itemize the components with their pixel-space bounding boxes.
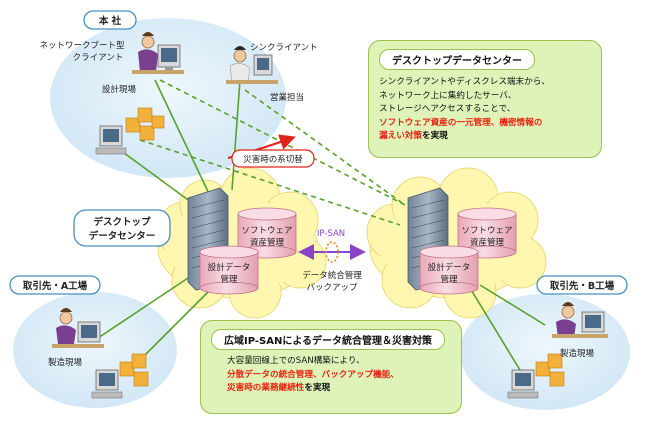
panel-ip-san-line1: 大容量回線上でのSAN構築により、 <box>227 356 365 366</box>
panel-ip-san: 広域IP-SANによるデータ統合管理＆災害対策 大容量回線上でのSAN構築により… <box>200 320 462 414</box>
panel-desktop-dc-title: デスクトップデータセンター <box>379 49 535 70</box>
b-factory-label: 取引先・B工場 <box>550 280 615 292</box>
a-factory-label-box <box>9 275 101 295</box>
network-boot-client-label-1: ネットワークブート型 <box>39 40 125 51</box>
storage-software-left-label-2: 資産管理 <box>250 237 285 248</box>
panel-ip-san-title: 広域IP-SANによるデータ統合管理＆災害対策 <box>211 329 446 350</box>
mfg-site-b-label: 製造現場 <box>560 348 595 359</box>
site-area-a-factory <box>13 292 177 408</box>
disaster-switch-label-box <box>231 149 315 168</box>
data-mgmt-label-1: データ統合管理 <box>302 270 362 281</box>
storage-design-left-label-2: 管理 <box>220 274 238 285</box>
storage-design-right-label-1: 設計データ <box>428 262 471 273</box>
mfg-site-a-label: 製造現場 <box>48 357 83 368</box>
panel-ip-san-red1: 分散データの統合管理、バックアップ機能、 <box>227 369 399 380</box>
dashed-links <box>139 79 416 226</box>
storage-software-left-label-1: ソフトウェア <box>241 226 292 236</box>
storage-software-right-label-2: 資産管理 <box>470 237 505 248</box>
panel-desktop-dc-red2: 漏えい対策 <box>379 131 422 141</box>
panel-ip-san-body: 大容量回線上でのSAN構築により、 分散データの統合管理、バックアップ機能、 災… <box>211 355 451 396</box>
thin-client-person-icon <box>226 46 278 84</box>
storage-design-left: 設計データ 管理 <box>199 245 259 295</box>
honsha-label: 本 社 <box>99 15 122 27</box>
b-factory-label-box <box>536 275 628 295</box>
network-boot-client-label-2: クライアント <box>73 53 124 63</box>
ip-san-label: IP-SAN <box>317 229 345 239</box>
panel-desktop-dc-red1: ソフトウェア資産の一元管理、機密情報の <box>379 117 543 128</box>
a-factory-pc-icon <box>91 353 149 399</box>
panel-ip-san-red2: 災害時の業務継続性 <box>227 383 305 393</box>
network-boot-client-person-icon <box>132 32 184 74</box>
panel-desktop-dc-line3: ストレージへアクセスすることで、 <box>379 104 516 114</box>
storage-design-left-label-1: 設計データ <box>208 262 251 273</box>
panel-desktop-dc-line1: シンクライアントやディスクレス端末から、 <box>379 77 550 87</box>
b-factory-pc-icon <box>507 353 565 399</box>
dc-label-box <box>73 209 171 247</box>
storage-design-right-label-2: 管理 <box>440 274 458 285</box>
dc-label-1: デスクトップ <box>93 216 151 228</box>
a-factory-person-icon <box>52 308 104 348</box>
panel-ip-san-tail: を実現 <box>304 383 331 393</box>
dc-label-2: データセンター <box>89 230 156 242</box>
honsha-pc-icon <box>95 107 165 155</box>
data-mgmt-label-2: バックアップ <box>306 283 358 293</box>
thin-client-label: シンクライアント <box>250 43 318 53</box>
panel-desktop-dc-tail: を実現 <box>421 131 448 141</box>
a-factory-label: 取引先・A工場 <box>23 280 88 292</box>
sales-label: 営業担当 <box>270 92 304 103</box>
panel-desktop-dc-body: シンクライアントやディスクレス端末から、 ネットワーク上に集約したサーバ、 スト… <box>379 76 591 144</box>
b-factory-person-icon <box>552 302 608 338</box>
disaster-switch-label: 災害時の系切替 <box>243 154 303 165</box>
design-site-label: 設計現場 <box>102 84 137 95</box>
storage-design-right: 設計データ 管理 <box>419 245 479 295</box>
panel-desktop-dc-line2: ネットワーク上に集約したサーバ、 <box>379 90 517 101</box>
storage-software-right-label-1: ソフトウェア <box>461 226 512 236</box>
ip-san-ring <box>325 241 339 263</box>
honsha-label-box <box>83 10 137 30</box>
panel-desktop-dc: デスクトップデータセンター シンクライアントやディスクレス端末から、 ネットワー… <box>368 40 602 158</box>
